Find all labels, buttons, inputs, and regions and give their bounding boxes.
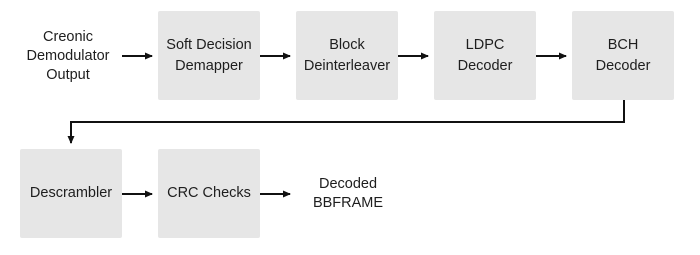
block-label: Block: [329, 36, 365, 53]
block-label: Soft Decision: [166, 36, 252, 53]
block-label: CRC Checks: [167, 185, 251, 201]
block-label: Demapper: [175, 57, 243, 74]
block-block-deinterleaver: Block Deinterleaver: [296, 11, 398, 100]
block-label: Descrambler: [29, 185, 113, 201]
block-bch-decoder: BCH Decoder: [572, 11, 674, 100]
block-ldpc-decoder: LDPC Decoder: [434, 11, 536, 100]
block-soft-decision-demapper: Soft Decision Demapper: [158, 11, 260, 100]
input-label-line: Creonic: [43, 28, 93, 45]
arrow-bch-to-descrambler: [67, 100, 625, 144]
block-label: Decoder: [457, 57, 513, 74]
block-crc-checks: CRC Checks: [158, 149, 260, 238]
output-label-line: BBFRAME: [312, 195, 384, 211]
input-label-line: Demodulator: [26, 47, 110, 64]
block-label: Decoder: [595, 57, 651, 74]
output-label: Decoded BBFRAME: [298, 172, 398, 216]
block-label: Deinterleaver: [303, 57, 391, 74]
input-label-line: Output: [46, 66, 90, 83]
output-label-line: Decoded: [318, 176, 378, 192]
input-label: Creonic Demodulator Output: [16, 24, 120, 88]
block-descrambler: Descrambler: [20, 149, 122, 238]
block-label: LDPC: [465, 36, 505, 53]
block-label: BCH: [607, 36, 639, 53]
